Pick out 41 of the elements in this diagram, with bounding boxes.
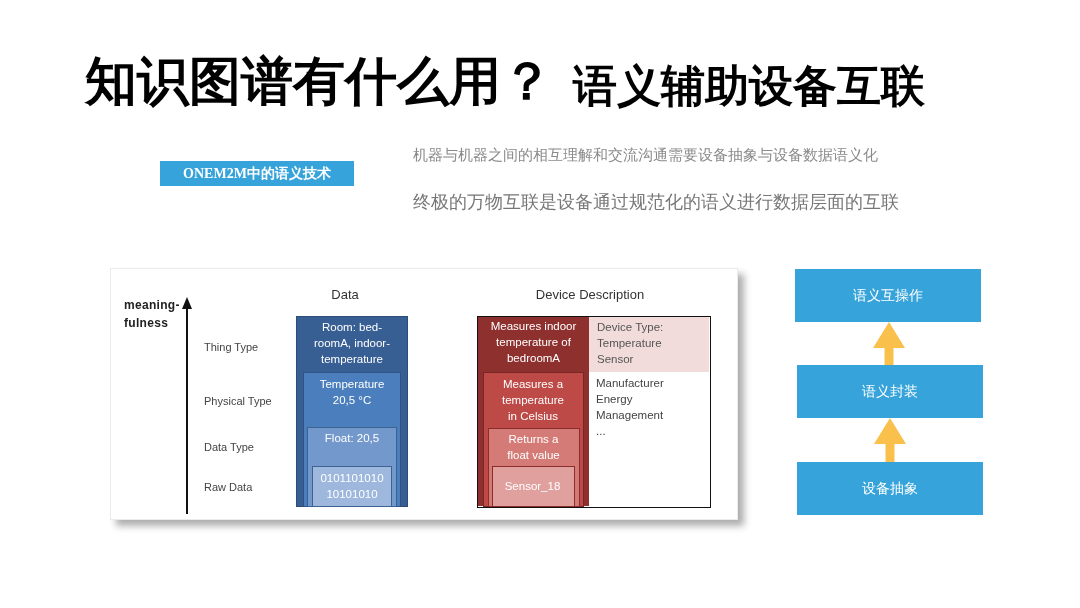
row-label: Physical Type bbox=[204, 394, 272, 409]
device-type-text: Device Type: Temperature Sensor bbox=[597, 320, 665, 367]
arrow bbox=[874, 418, 906, 462]
row-label: Thing Type bbox=[204, 340, 259, 355]
layer-text: Returns a float value bbox=[506, 431, 561, 463]
row-label: Raw Data bbox=[204, 480, 253, 495]
step-box bbox=[797, 365, 983, 418]
tag-label: ONEM2M中的语义技术 bbox=[182, 165, 332, 183]
layer-text: Temperature 20,5 °C bbox=[318, 377, 386, 408]
device-type-band bbox=[589, 317, 709, 372]
column-heading: Device Description bbox=[534, 286, 646, 304]
intro-text: 终极的万物互联是设备通过规范化的语义进行数据层面的互联 bbox=[413, 191, 899, 214]
step-box bbox=[795, 269, 981, 322]
data-layer-box bbox=[307, 427, 397, 507]
subtitle: 语义辅助设备互联 bbox=[573, 62, 925, 110]
title: 知识图谱有什么用？ bbox=[85, 53, 553, 109]
layer-text: Room: bed-roomA, indoor-temperature bbox=[312, 320, 392, 367]
layer-text: Sensor_18 bbox=[503, 478, 562, 494]
step-box bbox=[797, 462, 983, 515]
description-layer-box bbox=[478, 317, 589, 506]
description-layer-box bbox=[491, 465, 575, 507]
device-description-frame bbox=[477, 316, 711, 508]
layer-text: Measures a temperature in Celsius bbox=[501, 376, 565, 424]
data-layer-box bbox=[296, 316, 408, 507]
step-label: 设备抽象 bbox=[861, 479, 919, 498]
step-label: 语义封装 bbox=[861, 382, 919, 401]
step-label: 语义互操作 bbox=[852, 286, 924, 305]
row-label: Data Type bbox=[204, 440, 254, 455]
data-layer-box bbox=[312, 466, 392, 507]
intro-text: 机器与机器之间的相互理解和交流沟通需要设备抽象与设备数据语义化 bbox=[413, 145, 878, 165]
arrow bbox=[873, 322, 905, 365]
layer-text: 0101101010 10101010 bbox=[319, 471, 385, 502]
layer-text: Measures indoor temperature of bedroomA bbox=[489, 319, 578, 366]
layer-text: Float: 20,5 bbox=[323, 431, 381, 446]
axis-label: meaning-fulness bbox=[124, 297, 181, 332]
column-heading: Data bbox=[330, 286, 360, 304]
description-layer-box bbox=[487, 427, 580, 507]
description-layer-box bbox=[482, 371, 584, 507]
tag-box bbox=[160, 161, 354, 186]
description-text: Manufacturer Energy Management ... bbox=[596, 376, 665, 439]
data-layer-box bbox=[303, 372, 401, 507]
